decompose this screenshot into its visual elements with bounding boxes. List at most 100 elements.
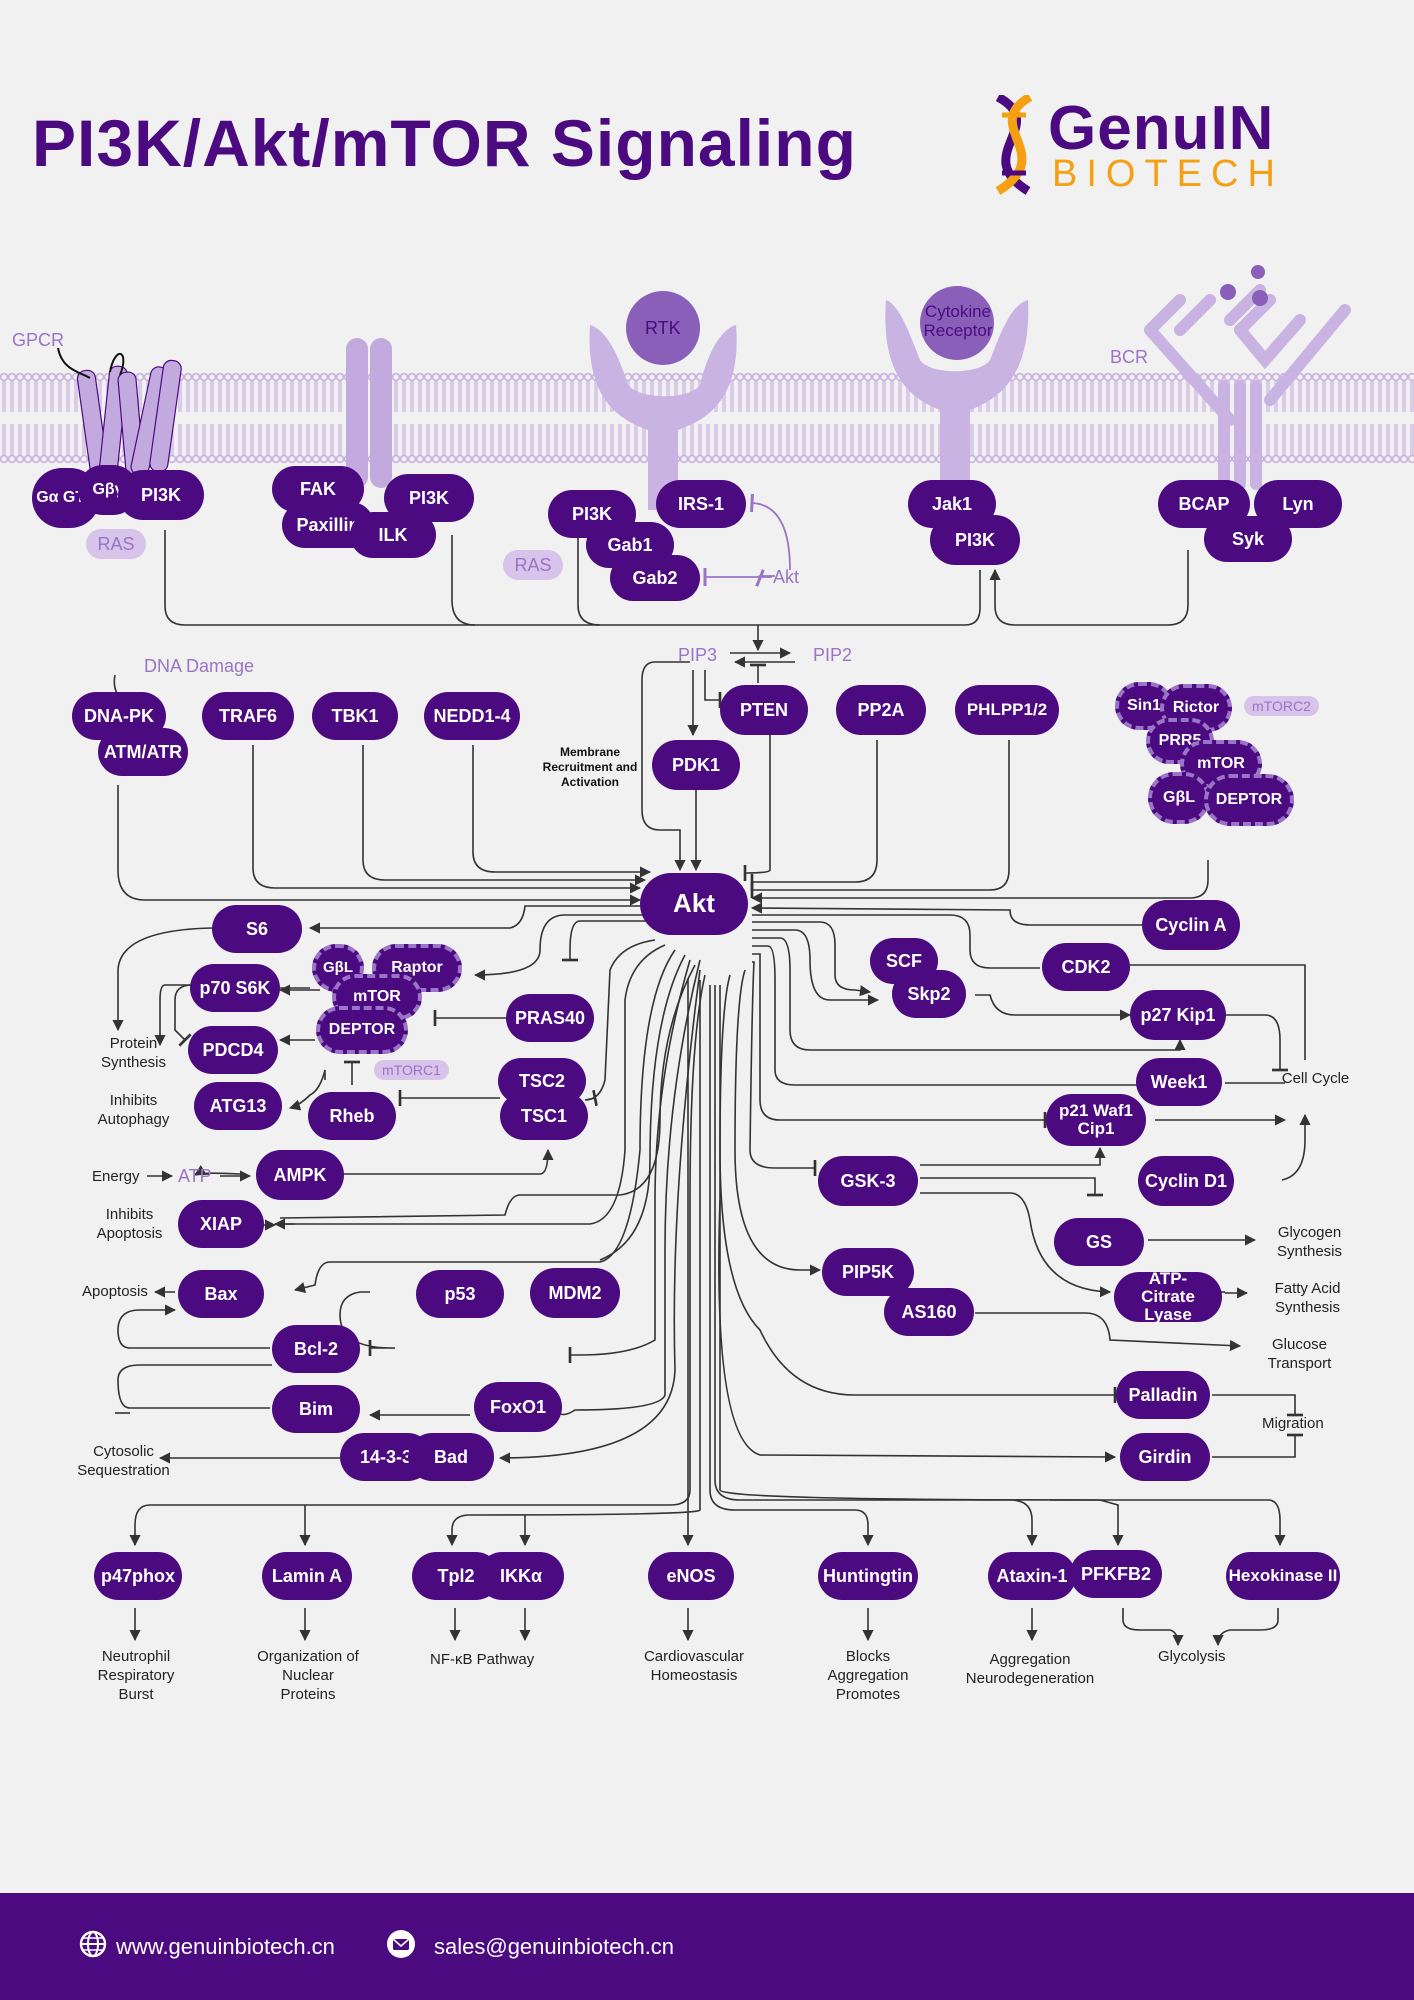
cyclina-node[interactable]: Cyclin A	[1142, 900, 1240, 950]
p53-node[interactable]: p53	[416, 1270, 504, 1318]
gab2-node[interactable]: Gab2	[610, 555, 700, 601]
ras-node: RAS	[86, 529, 146, 559]
bax-node[interactable]: Bax	[178, 1270, 264, 1318]
gbl-c2-node[interactable]: GβL	[1148, 772, 1210, 824]
glucose-transport-label: Glucose Transport	[1267, 1336, 1332, 1372]
pip3-label: PIP3	[678, 645, 718, 665]
skp2-node[interactable]: Skp2	[892, 970, 966, 1018]
atp-citrate-lyase-node[interactable]: ATP-Citrate Lyase	[1114, 1270, 1222, 1323]
apoptosis-label: Apoptosis	[82, 1283, 148, 1300]
footer-website-link[interactable]: www.genuinbiotech.cn	[116, 1934, 335, 1959]
syk-node[interactable]: Syk	[1204, 516, 1292, 562]
migration-label: Migration	[1262, 1415, 1324, 1432]
ikka-node[interactable]: IKKα	[478, 1552, 564, 1600]
aggregation-label: Aggregation Neurodegeneration	[965, 1651, 1095, 1687]
gpcr-receptor	[76, 359, 182, 481]
neutrophil-label: Neutrophil Respiratory Burst	[97, 1648, 175, 1703]
atg13-node[interactable]: ATG13	[194, 1082, 282, 1130]
bim-node[interactable]: Bim	[272, 1385, 360, 1433]
nedd-node[interactable]: NEDD1-4	[424, 692, 520, 740]
p27-node[interactable]: p27 Kip1	[1130, 990, 1226, 1040]
pi3k-integrin-node[interactable]: PI3K	[384, 474, 474, 522]
p21-node[interactable]: p21 Waf1 Cip1	[1046, 1094, 1146, 1146]
deptor-c2-node[interactable]: DEPTOR	[1204, 774, 1294, 826]
cytokine-receptor-label: Cytokine Receptor	[923, 302, 993, 340]
membrane-recruitment-label: Membrane Recruitment and Activation	[542, 745, 638, 789]
mtorc2-label: mTORC2	[1244, 696, 1319, 716]
energy-label: Energy	[92, 1168, 140, 1185]
rtk-receptor	[589, 325, 737, 510]
as160-node[interactable]: AS160	[884, 1288, 974, 1336]
mail-icon	[387, 1930, 415, 1958]
inhibits-autophagy-label: Inhibits Autophagy	[97, 1092, 170, 1128]
akt-node[interactable]: Akt	[640, 873, 748, 935]
rtk-label: RTK	[645, 318, 681, 338]
gs-node[interactable]: GS	[1054, 1218, 1144, 1266]
bcl2-node[interactable]: Bcl-2	[272, 1325, 360, 1373]
gbl-c1-node[interactable]: GβL	[312, 944, 364, 992]
week1-node[interactable]: Week1	[1136, 1058, 1222, 1106]
pras40-node[interactable]: PRAS40	[506, 994, 594, 1042]
huntingtin-node[interactable]: Huntingtin	[818, 1552, 918, 1600]
paxillin-node[interactable]: Paxillin	[282, 502, 374, 548]
lamina-node[interactable]: Lamin A	[262, 1552, 352, 1600]
ataxin-node[interactable]: Ataxin-1	[988, 1552, 1076, 1600]
rictor-node[interactable]: Rictor	[1160, 684, 1232, 732]
cyclind1-node[interactable]: Cyclin D1	[1138, 1156, 1234, 1206]
p70s6k-node[interactable]: p70 S6K	[190, 964, 280, 1012]
atm-atr-node[interactable]: ATM/ATR	[98, 728, 188, 776]
mtorc1-label: mTORC1	[374, 1060, 449, 1080]
footer: www.genuinbiotech.cn sales@genuinbiotech…	[0, 1893, 1414, 2000]
dna-damage-label: DNA Damage	[144, 656, 255, 676]
ampk-node[interactable]: AMPK	[256, 1150, 344, 1200]
pp2a-node[interactable]: PP2A	[836, 685, 926, 735]
irs1-node[interactable]: IRS-1	[656, 480, 746, 528]
inhibits-apoptosis-label: Inhibits Apoptosis	[96, 1206, 163, 1242]
dna-logo-icon	[995, 93, 1033, 195]
girdin-node[interactable]: Girdin	[1120, 1433, 1210, 1481]
phlpp-node[interactable]: PHLPP1/2	[955, 685, 1059, 735]
pten-node[interactable]: PTEN	[720, 685, 808, 735]
blocks-aggregation-label: Blocks Aggregation Promotes	[827, 1648, 909, 1703]
page-title: PI3K/Akt/mTOR Signaling	[32, 106, 857, 180]
akt-feedback-label: Akt	[773, 567, 800, 587]
pfkfb2-node[interactable]: PFKFB2	[1070, 1550, 1162, 1598]
pdk1-node[interactable]: PDK1	[652, 740, 740, 790]
gpcr-label: GPCR	[12, 330, 65, 350]
logo-name: GenuIN	[1048, 94, 1275, 163]
foxo1-node[interactable]: FoxO1	[474, 1382, 562, 1432]
p47phox-node[interactable]: p47phox	[94, 1552, 182, 1600]
tsc1-node[interactable]: TSC1	[500, 1092, 588, 1140]
pi3k-cytokine-node[interactable]: PI3K	[930, 515, 1020, 565]
bad-node[interactable]: Bad	[408, 1433, 494, 1481]
glycogen-synthesis-label: Glycogen Synthesis	[1276, 1224, 1343, 1260]
s6-node[interactable]: S6	[212, 905, 302, 953]
pdcd4-node[interactable]: PDCD4	[188, 1026, 278, 1074]
pip2-label: PIP2	[813, 645, 853, 665]
rheb-node[interactable]: Rheb	[308, 1092, 396, 1140]
gsk3-node[interactable]: GSK-3	[818, 1156, 918, 1206]
palladin-node[interactable]: Palladin	[1116, 1371, 1210, 1419]
nfkb-label: NF-κB Pathway	[430, 1651, 535, 1668]
cytosolic-sequestration-label: Cytosolic Sequestration	[77, 1443, 170, 1479]
atp-label: ATP	[178, 1166, 212, 1186]
cardio-label: Cardiovascular Homeostasis	[643, 1648, 745, 1684]
pi3k-gpcr-node[interactable]: PI3K	[118, 470, 204, 520]
enos-node[interactable]: eNOS	[648, 1552, 734, 1600]
cdk2-node[interactable]: CDK2	[1042, 943, 1130, 991]
globe-icon	[79, 1930, 107, 1958]
pip5k-node[interactable]: PIP5K	[822, 1248, 914, 1296]
pathway-diagram	[57, 265, 1351, 1647]
deptor-c1-node[interactable]: DEPTOR	[316, 1006, 408, 1054]
tbk1-node[interactable]: TBK1	[312, 692, 398, 740]
xiap-node[interactable]: XIAP	[178, 1200, 264, 1248]
organization-label: Organization of Nuclear Proteins	[257, 1648, 359, 1703]
logo-subtitle: BIOTECH	[1052, 153, 1284, 195]
hexokinase-node[interactable]: Hexokinase II	[1226, 1552, 1340, 1600]
bcr-label: BCR	[1110, 347, 1149, 367]
logo: GenuIN BIOTECH	[980, 93, 1320, 195]
dna-pk-node[interactable]: DNA-PK	[72, 692, 166, 740]
footer-email-link[interactable]: sales@genuinbiotech.cn	[434, 1934, 675, 1959]
traf6-node[interactable]: TRAF6	[202, 692, 294, 740]
mdm2-node[interactable]: MDM2	[530, 1268, 620, 1318]
